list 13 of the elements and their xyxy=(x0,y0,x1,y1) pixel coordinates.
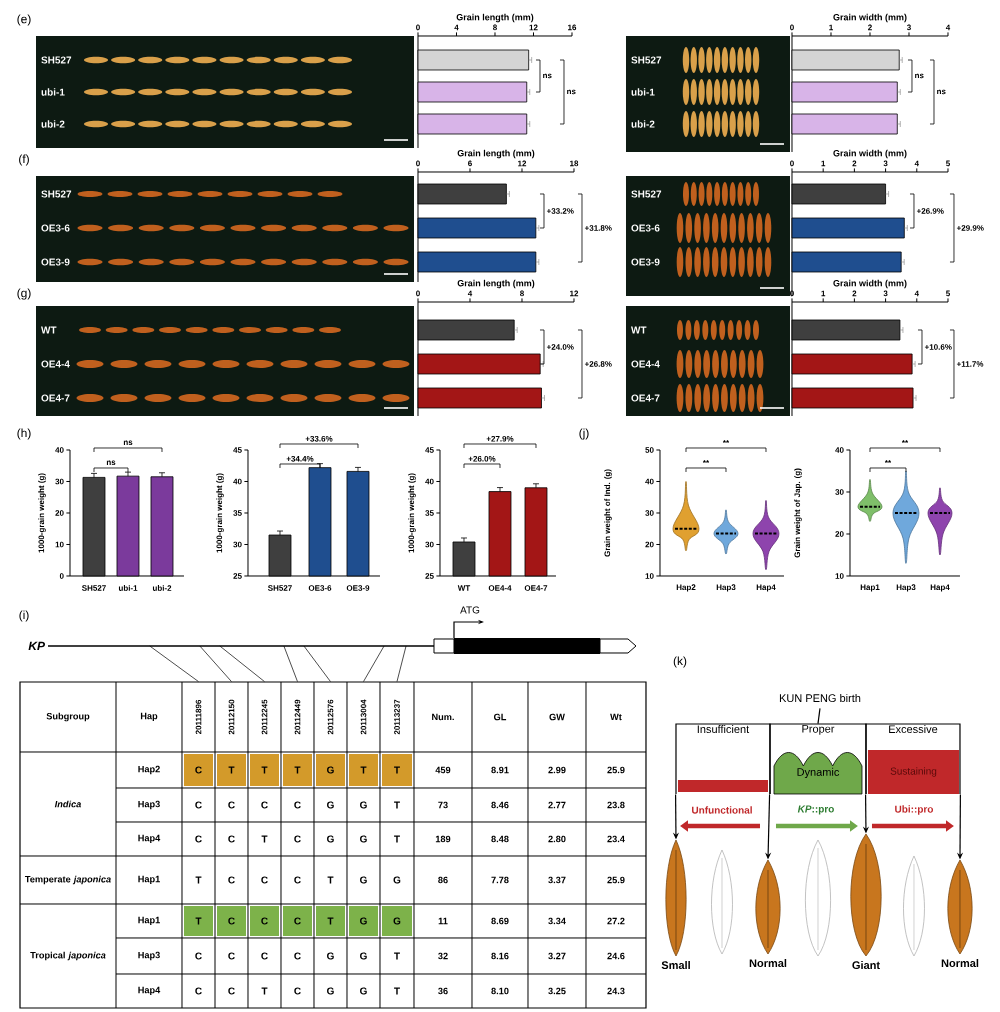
grain-drawing xyxy=(947,859,973,955)
leader-line xyxy=(199,645,232,682)
leader-line xyxy=(363,645,385,682)
gene-drawing xyxy=(47,619,637,654)
grain-drawing xyxy=(850,833,882,957)
grain-drawing xyxy=(665,839,687,957)
grain-drawing xyxy=(755,859,781,955)
connector-line xyxy=(817,707,821,725)
leader-line xyxy=(149,645,199,682)
leader-line xyxy=(303,645,331,682)
leader-line xyxy=(283,645,298,682)
leader-line xyxy=(219,645,265,682)
leader-line xyxy=(396,645,407,682)
